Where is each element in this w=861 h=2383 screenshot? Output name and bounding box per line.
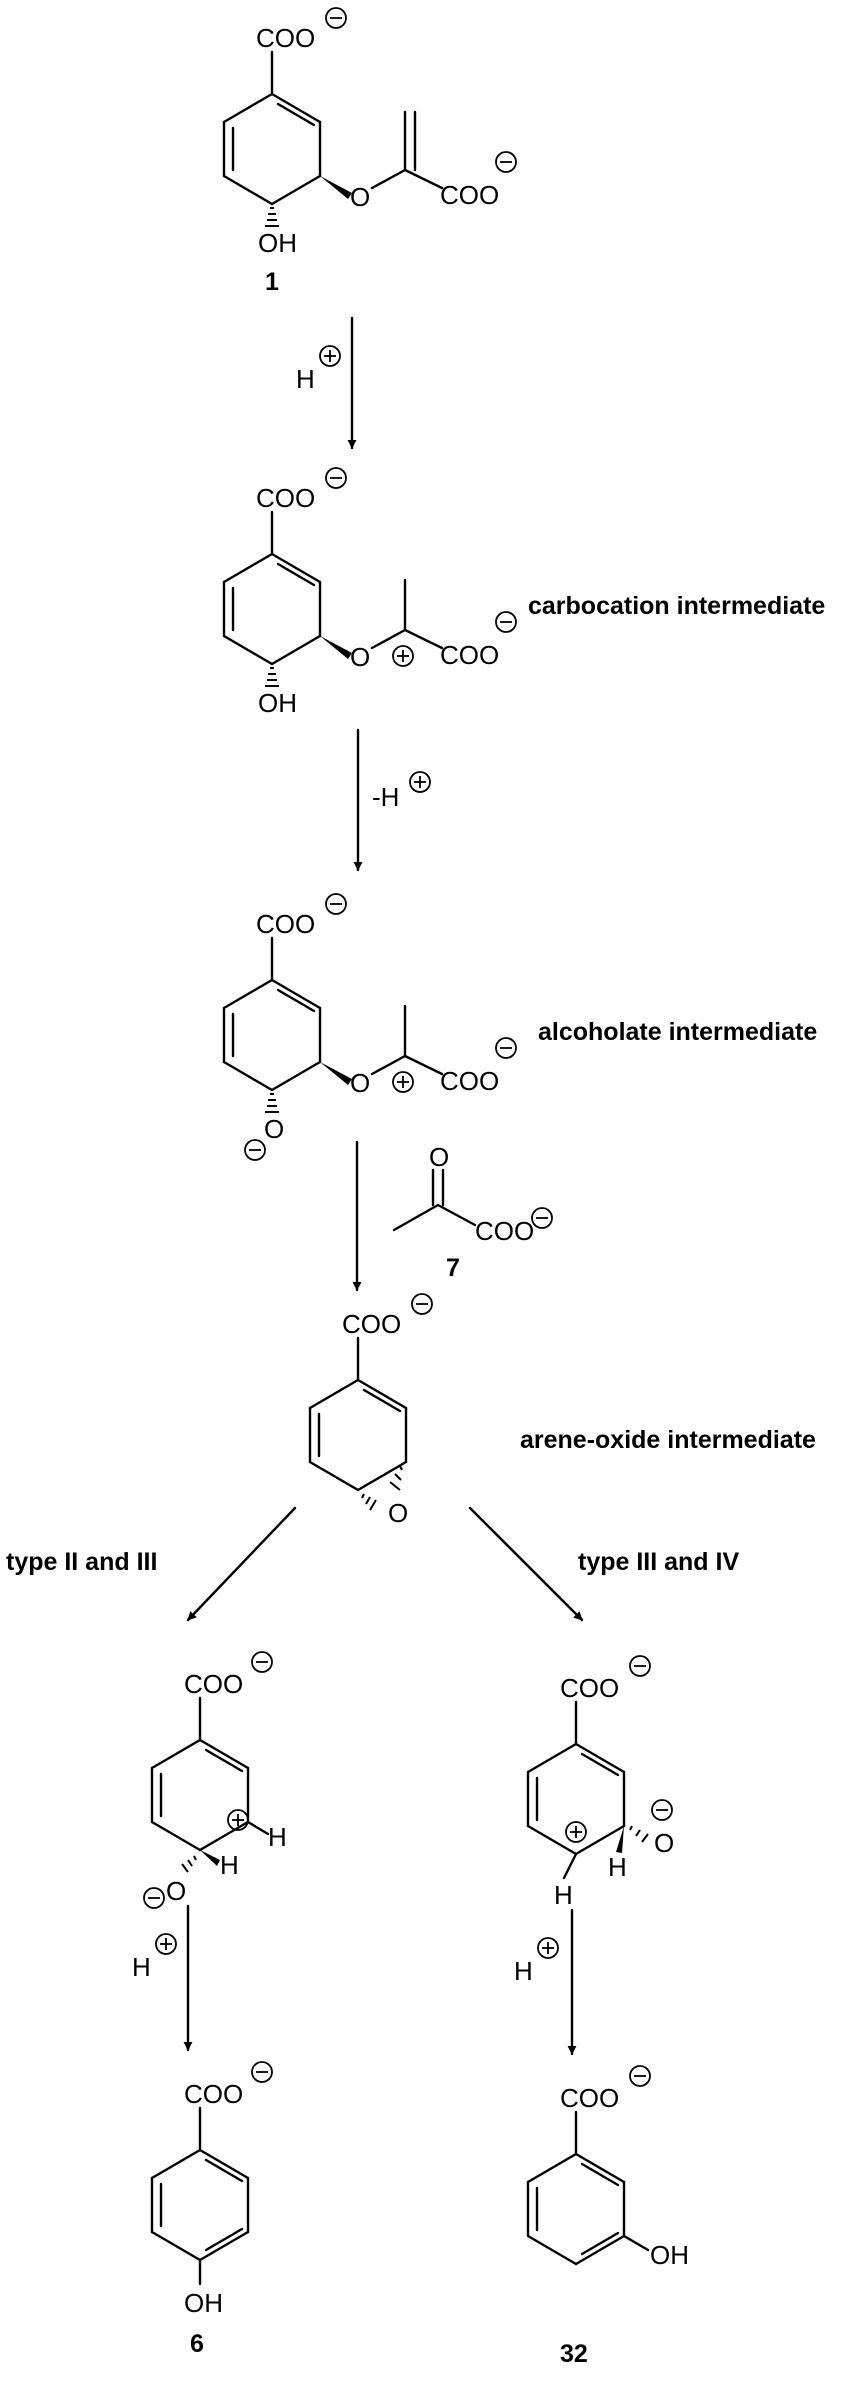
arene-oxide-structure: COO O [308, 1293, 433, 1528]
coo-label: COO [256, 909, 315, 939]
compound-1-structure: COO O COO OH [222, 7, 517, 258]
compound-number-6: 6 [190, 2330, 204, 2358]
alcoholate-o-label: O [166, 1876, 186, 1906]
ether-o-label: O [350, 1068, 370, 1098]
compound-number-1: 1 [265, 268, 279, 296]
left-cation-structure: COO H H O [143, 1651, 287, 1909]
epoxide-o-label: O [388, 1498, 408, 1528]
compound-number-32: 32 [560, 2340, 588, 2368]
right-cation-structure: COO H H O [526, 1655, 674, 1910]
reaction-arrow-right [468, 1506, 584, 1622]
protonation-reagent: H [132, 1952, 151, 1982]
coo-label: COO [184, 2079, 243, 2109]
compound-32-structure: COO OH [526, 2065, 689, 2270]
coo-label: COO [256, 23, 315, 53]
label-pathway-right: type III and IV [578, 1548, 739, 1576]
coo-label: COO [342, 1309, 401, 1339]
coo-label: COO [440, 180, 499, 210]
coo-label: COO [256, 483, 315, 513]
coo-label: COO [560, 1673, 619, 1703]
oh-label: OH [184, 2288, 223, 2318]
carbonyl-o-label: O [429, 1142, 449, 1172]
alcoholate-o-label: O [264, 1114, 284, 1144]
oh-label: OH [258, 688, 297, 718]
h-label: H [608, 1852, 627, 1882]
label-alcoholate-intermediate: alcoholate intermediate [538, 1018, 817, 1046]
reaction-arrow-left [186, 1506, 297, 1622]
h-label: H [220, 1850, 239, 1880]
oh-label: OH [258, 228, 297, 258]
compound-number-7: 7 [446, 1254, 460, 1282]
compound-6-structure: COO OH [150, 2061, 273, 2318]
coo-label: COO [440, 1066, 499, 1096]
oh-label: OH [650, 2240, 689, 2270]
ether-o-label: O [350, 182, 370, 212]
pyruvate-structure: O COO [392, 1142, 553, 1246]
h-label: H [268, 1822, 287, 1852]
deprotonation-reagent: -H [372, 782, 399, 812]
coo-label: COO [560, 2083, 619, 2113]
label-carbocation-intermediate: carbocation intermediate [528, 592, 825, 620]
carbocation-structure: COO O COO OH [222, 467, 517, 718]
coo-label: COO [440, 640, 499, 670]
h-label: H [554, 1880, 573, 1910]
label-pathway-left: type II and III [6, 1548, 157, 1576]
protonation-reagent: H [514, 1956, 533, 1986]
coo-label: COO [184, 1669, 243, 1699]
protonation-reagent: H [296, 364, 315, 394]
alcoholate-structure: COO O COO O [222, 893, 517, 1161]
ether-o-label: O [350, 642, 370, 672]
coo-label: COO [475, 1216, 534, 1246]
label-arene-oxide-intermediate: arene-oxide intermediate [520, 1426, 816, 1454]
alcoholate-o-label: O [654, 1828, 674, 1858]
